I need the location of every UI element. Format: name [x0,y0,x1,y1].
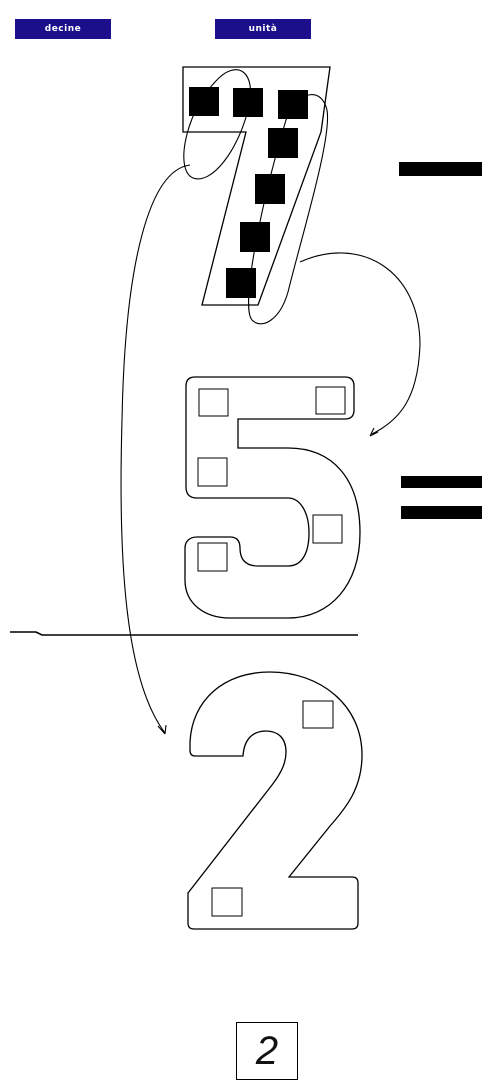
answer-box[interactable]: 2 [236,1022,298,1080]
minus-sign [399,162,482,176]
difference-square-group [212,701,333,916]
filled-square [189,87,219,116]
filled-square [268,128,298,158]
minuend-square-group [189,87,308,298]
answer-value: 2 [256,1029,278,1074]
arrow-to-five-head [370,428,378,436]
empty-square [212,888,242,916]
result-bar [10,632,358,635]
equals-sign-top [401,476,482,488]
empty-square [313,515,342,543]
empty-square [198,458,227,486]
filled-square [278,90,308,119]
empty-square [198,543,227,571]
empty-square [316,387,345,414]
equals-sign-bottom [401,506,482,519]
filled-square [233,88,263,117]
empty-square [199,389,228,416]
subtrahend-square-group [198,387,345,571]
empty-square [303,701,333,728]
loop-small [184,70,251,179]
arrow-to-two [121,165,190,733]
